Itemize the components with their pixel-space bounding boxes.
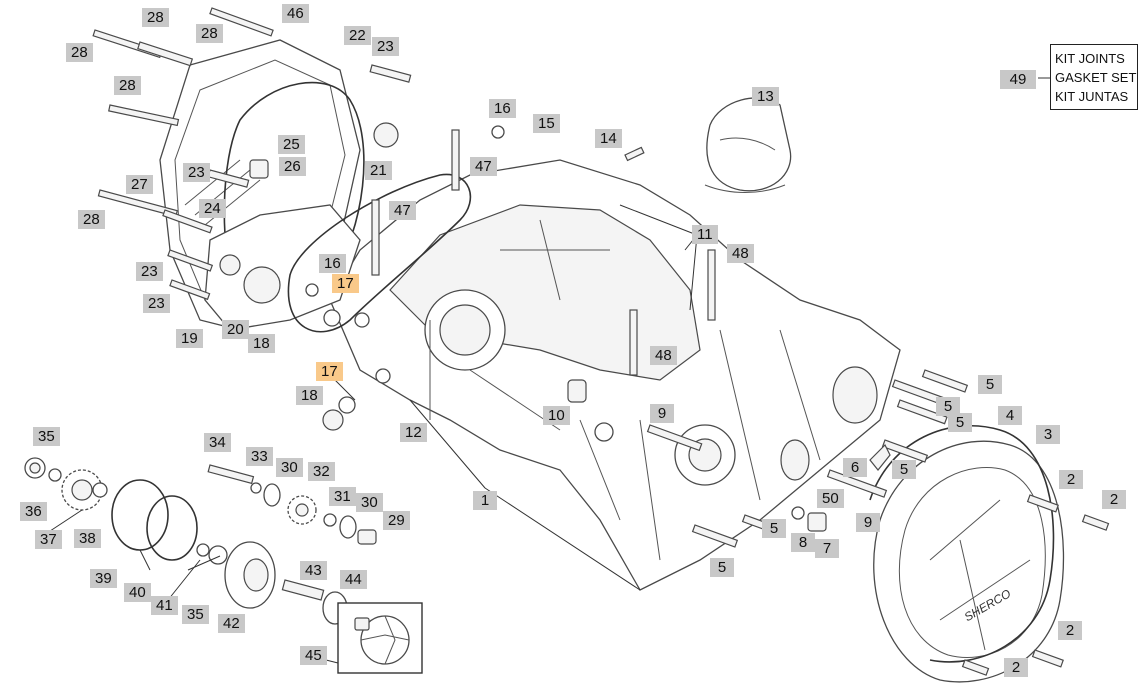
kit-line-fr: KIT JOINTS [1055,51,1125,66]
callout-5: 5 [978,375,1002,394]
callout-39: 39 [90,569,117,588]
callout-2: 2 [1004,658,1028,677]
callout-29: 29 [383,511,410,530]
callout-45: 45 [300,646,327,665]
callout-26: 26 [279,157,306,176]
callout-22: 22 [344,26,371,45]
callout-32: 32 [308,462,335,481]
callout-10: 10 [543,406,570,425]
callout-48: 48 [727,244,754,263]
callout-17-highlighted: 17 [316,362,343,381]
callout-5: 5 [948,413,972,432]
callout-48: 48 [650,346,677,365]
part-45-impeller-box [337,602,423,674]
callout-44: 44 [340,570,367,589]
callout-28: 28 [66,43,93,62]
callout-30: 30 [276,458,303,477]
callout-47: 47 [389,201,416,220]
callout-34: 34 [204,433,231,452]
callout-47: 47 [470,157,497,176]
callout-50: 50 [817,489,844,508]
callout-6: 6 [843,458,867,477]
callout-5: 5 [710,558,734,577]
callout-24: 24 [199,199,226,218]
callout-8: 8 [791,533,815,552]
callout-23: 23 [143,294,170,313]
callout-46: 46 [282,4,309,23]
callout-23: 23 [183,163,210,182]
callout-17-highlighted: 17 [332,274,359,293]
callout-30: 30 [356,493,383,512]
callout-14: 14 [595,129,622,148]
callout-18: 18 [248,334,275,353]
callout-31: 31 [329,487,356,506]
callout-9: 9 [650,404,674,423]
callout-7: 7 [815,539,839,558]
callout-37: 37 [35,530,62,549]
callout-12: 12 [400,423,427,442]
callout-25: 25 [278,135,305,154]
callout-23: 23 [372,37,399,56]
callout-42: 42 [218,614,245,633]
gasket-kit-box: KIT JOINTS GASKET SET KIT JUNTAS [1050,44,1138,110]
callout-41: 41 [151,596,178,615]
callout-28: 28 [142,8,169,27]
callout-35: 35 [182,605,209,624]
callout-9: 9 [856,513,880,532]
callout-11: 11 [692,225,718,244]
callout-33: 33 [246,447,273,466]
callout-40: 40 [124,583,151,602]
callout-15: 15 [533,114,560,133]
callout-35: 35 [33,427,60,446]
callout-49: 49 [1000,70,1036,89]
gears-and-bearings [24,122,891,625]
callout-16: 16 [489,99,516,118]
callout-28: 28 [196,24,223,43]
callout-28: 28 [78,210,105,229]
callout-19: 19 [176,329,203,348]
kit-line-es: KIT JUNTAS [1055,89,1129,104]
callout-5: 5 [762,519,786,538]
callout-18: 18 [296,386,323,405]
callout-1: 1 [473,491,497,510]
callout-43: 43 [300,561,327,580]
ignition-gasket [869,425,1055,663]
callout-38: 38 [74,529,101,548]
callout-5: 5 [936,397,960,416]
callout-20: 20 [222,320,249,339]
kit-line-en: GASKET SET [1055,70,1137,85]
callout-4: 4 [998,406,1022,425]
callout-2: 2 [1058,621,1082,640]
callout-2: 2 [1102,490,1126,509]
callout-28: 28 [114,76,141,95]
leader-lines [43,77,1050,664]
callout-2: 2 [1059,470,1083,489]
ignition-cover: SHERCO [873,440,1065,683]
callout-23: 23 [136,262,163,281]
cover-gasket-18 [287,173,472,333]
part-13-sleeve [704,97,792,193]
callout-16: 16 [319,254,346,273]
callout-5: 5 [892,460,916,479]
callout-36: 36 [20,502,47,521]
callout-13: 13 [752,87,779,106]
callout-21: 21 [365,161,392,180]
callout-27: 27 [126,175,153,194]
callout-3: 3 [1036,425,1060,444]
